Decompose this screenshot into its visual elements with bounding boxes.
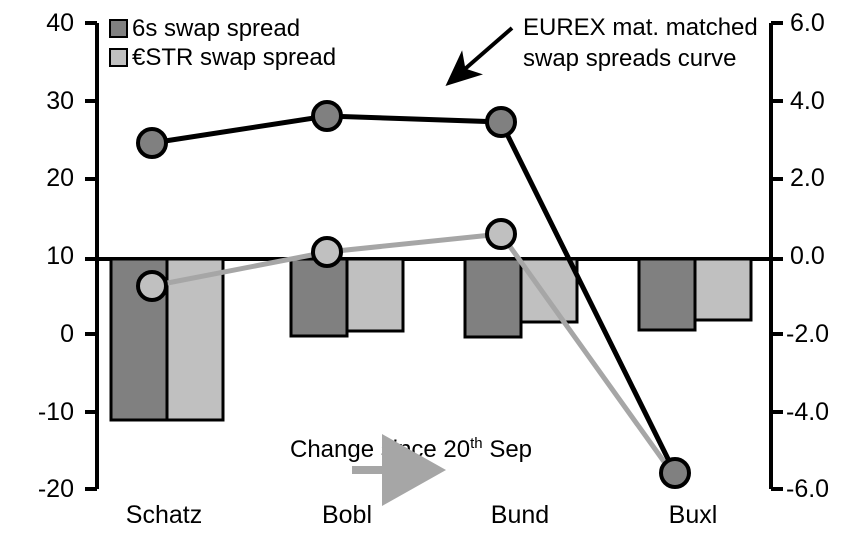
annotation-arrow-icon [445,26,514,86]
legend-swatch-estr [109,48,128,67]
category-label-bobl: Bobl [321,501,373,529]
right-axis-tick-neg4: -4.0 [786,398,830,426]
bar-estr-schatz [165,257,225,422]
annotation-eurex-curve-line1: EUREX mat. matched [523,14,758,41]
marker-eurex-schatz [136,127,168,159]
right-axis-tick-4: 4.0 [790,87,825,115]
left-axis-tick-0: 0 [60,320,74,348]
legend-swatch-6s [109,19,128,38]
annotation-eurex-curve-line2: swap spreads curve [523,45,737,72]
right-axis-tick-neg6: -6.0 [786,475,830,503]
bar-6s-bobl [289,257,349,338]
left-axis-tick-20: 20 [46,164,74,192]
annotation-change-ordinal: th [470,435,483,452]
right-axis-tick-2: 2.0 [790,164,825,192]
left-axis-tick-30: 30 [46,87,74,115]
annotation-change-suffix: Sep [482,436,533,463]
legend-label-6s: 6s swap spread [132,15,301,42]
right-axis-tick-0: 0.0 [790,242,825,270]
marker-eurex-bobl [311,100,343,132]
right-axis-tick-neg2: -2.0 [786,320,830,348]
category-label-bund: Bund [490,501,550,529]
legend-label-estr: €STR swap spread [132,44,337,71]
marker-change-bobl [311,236,343,268]
bar-6s-buxl [637,257,697,332]
line-change-since-sep [151,231,678,479]
marker-eurex-bund [485,106,517,138]
category-label-buxl: Buxl [668,501,718,529]
bar-estr-bobl [345,257,405,333]
marker-change-schatz [136,270,168,302]
bar-estr-buxl [693,257,753,322]
bar-estr-bund [519,257,579,324]
line-eurex-swap-spreads [151,113,678,475]
right-axis-tick-6: 6.0 [790,9,825,37]
bar-6s-bund [463,257,523,339]
left-axis-tick-neg10: -10 [37,398,74,426]
left-axis-tick-10: 10 [46,242,74,270]
left-axis-tick-40: 40 [46,9,74,37]
marker-change-bund [485,218,517,250]
category-label-schatz: Schatz [125,501,203,529]
left-axis-tick-neg20: -20 [37,475,74,503]
marker-eurex-buxl [659,457,691,489]
